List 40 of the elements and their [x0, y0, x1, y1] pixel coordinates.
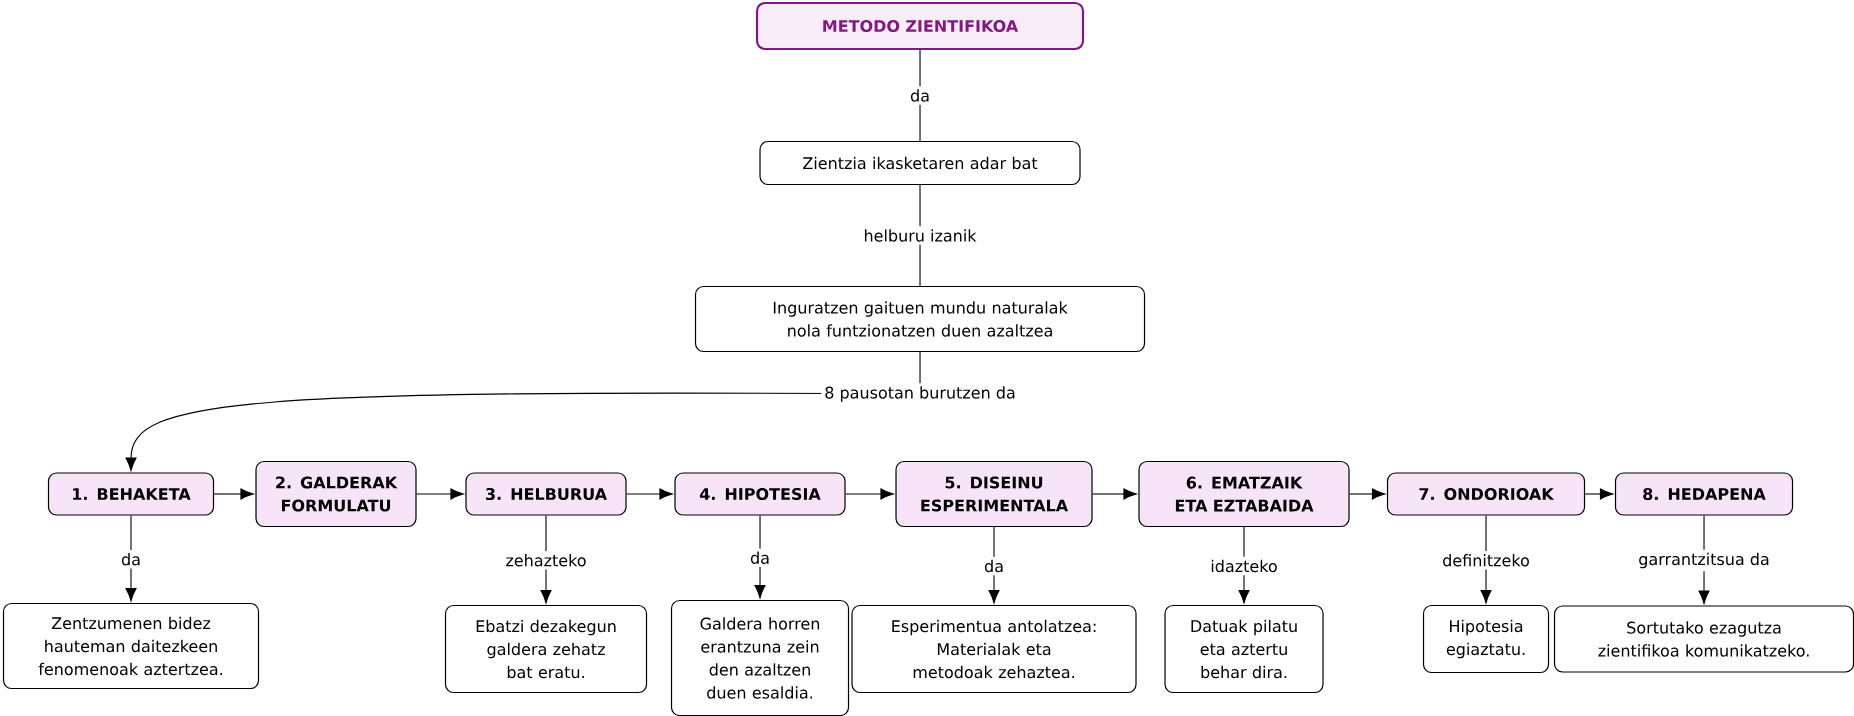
edge-label: idazteko	[1207, 556, 1281, 576]
edge-label: garrantzitsua da	[1635, 549, 1773, 572]
text-box: Ebatzi dezakegun galdera zehatz bat eratu.	[444, 604, 648, 694]
edge-label: 8 pausotan burutzen da	[821, 383, 1019, 405]
text-box: Datuak pilatu eta aztertu behar dira.	[1164, 604, 1324, 694]
arrow	[845, 488, 894, 500]
arrow	[1698, 515, 1710, 604]
arrow	[754, 515, 766, 599]
edge-label: zehazteko	[502, 551, 590, 570]
arrow	[626, 488, 673, 500]
step-box: 1. BEHAKETA	[47, 472, 215, 516]
text-box: Sortutako ezagutza zientifikoa komunikatzeko.	[1553, 605, 1854, 673]
edge-label: helburu izanik	[860, 226, 980, 245]
step-box: 3. HELBURUA	[465, 472, 627, 516]
edge-label: da	[118, 550, 144, 569]
step-box: 2. GALDERAK FORMULATU	[255, 460, 417, 528]
arrow	[213, 488, 254, 500]
arrow	[988, 526, 1000, 604]
text-box: Esperimentua antolatzea: Materialak eta metodoak zehaztea.	[851, 604, 1137, 694]
text-box: Zentzumenen bidez hauteman daitezkeen fenomenoak aztertzea.	[2, 602, 260, 690]
arrow	[1349, 488, 1386, 500]
step-box: 4. HIPOTESIA	[674, 472, 846, 516]
title-box: METODO ZIENTIFIKOA	[755, 1, 1085, 51]
step-box: 8. HEDAPENA	[1614, 472, 1794, 516]
arrow	[125, 351, 921, 471]
arrow	[416, 488, 464, 500]
step-box: 6. EMATZAIK ETA EZTABAIDA	[1138, 460, 1350, 528]
edge-label: da	[981, 556, 1007, 576]
text-box: Hipotesia egiaztatu.	[1422, 604, 1550, 674]
step-box: 5. DISEINU ESPERIMENTALA	[895, 460, 1093, 528]
edge-label: definitzeko	[1439, 551, 1533, 570]
step-box: 7. ONDORIOAK	[1386, 472, 1586, 516]
arrow	[1238, 526, 1250, 604]
text-box: Inguratzen gaituen mundu naturalak nola funtzionatzen duen azaltzea	[694, 285, 1146, 353]
arrow	[1092, 488, 1137, 500]
text-box: Galdera horren erantzuna zein den azaltzen duen esaldia.	[670, 599, 850, 716]
text-box: Zientzia ikasketaren adar bat	[759, 140, 1081, 186]
edge-label: da	[907, 86, 933, 105]
arrow	[1584, 488, 1614, 500]
edge-label: da	[747, 548, 773, 567]
